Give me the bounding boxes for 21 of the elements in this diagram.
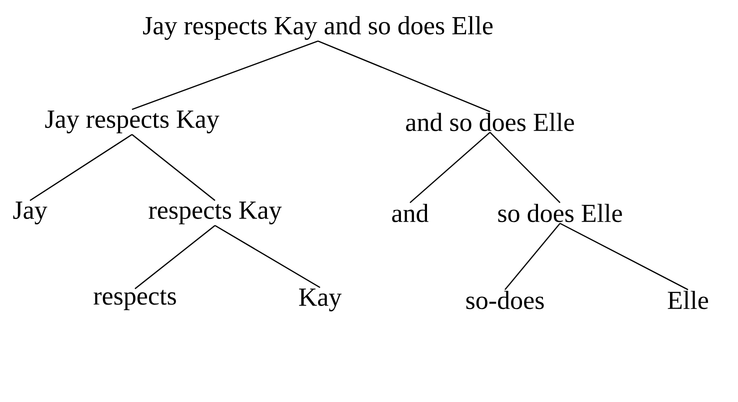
tree-label: so-does [466, 290, 544, 310]
tree-branch [410, 132, 490, 204]
tree-label: so does Elle [498, 204, 622, 222]
tree-label: Kay [299, 288, 342, 312]
tree-branch [132, 40, 318, 110]
tree-branch [134, 225, 216, 290]
tree-label: Elle [668, 290, 708, 310]
tree-branch [504, 222, 560, 290]
tree-label: Jay respects Kay and so does Elle [143, 16, 493, 40]
tree-label: respects [94, 290, 176, 310]
tree-branch [490, 132, 560, 204]
tree-label: Jay [13, 202, 48, 224]
tree-label: Jay respects Kay [45, 110, 220, 134]
tree-branch [214, 225, 320, 288]
tree-label: respects Kay [148, 202, 282, 224]
tree-branch [560, 222, 688, 290]
tree-label: and [392, 204, 428, 222]
tree-branch [132, 134, 216, 201]
tree-label: and so does Elle [406, 112, 574, 132]
tree-branch [30, 134, 132, 201]
tree-branch [318, 40, 490, 112]
